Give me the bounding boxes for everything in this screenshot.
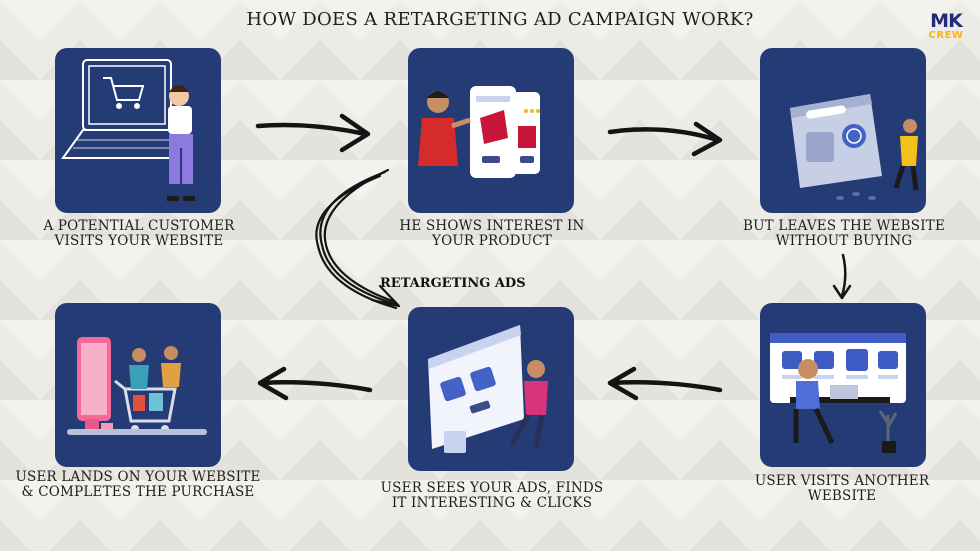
step-6-caption-line1: USER LANDS ON YOUR WEBSITE xyxy=(15,469,261,485)
step-1-caption: A POTENTIAL CUSTOMER VISITS YOUR WEBSITE xyxy=(20,219,258,249)
step-5-caption-line2: IT INTERESTING & CLICKS xyxy=(391,495,593,511)
step-5-caption: USER SEES YOUR ADS, FINDS IT INTERESTING… xyxy=(366,481,618,511)
step-2-caption: HE SHOWS INTEREST IN YOUR PRODUCT xyxy=(368,219,616,249)
retargeting-ads-label: RETARGETING ADS xyxy=(380,276,526,291)
arrow-step4-to-step5 xyxy=(607,366,723,401)
step-4-caption-line2: WEBSITE xyxy=(807,488,877,504)
laptop-shopping-cart-icon xyxy=(61,59,195,201)
step-2-caption-line1: HE SHOWS INTEREST IN xyxy=(399,218,585,234)
step-6-caption-line2: & COMPLETES THE PURCHASE xyxy=(21,484,255,500)
phone-shopping-icon xyxy=(418,86,540,178)
arrow-step1-to-step2 xyxy=(255,113,371,153)
step-4-caption-line1: USER VISITS ANOTHER xyxy=(754,473,930,489)
step-5-card xyxy=(408,307,574,471)
step-4-caption: USER VISITS ANOTHER WEBSITE xyxy=(730,474,954,504)
step-3-caption-line2: WITHOUT BUYING xyxy=(775,233,913,249)
arrow-retargeting xyxy=(315,168,401,310)
step-2-card xyxy=(408,48,574,213)
step-4-card xyxy=(760,303,926,467)
page-title: HOW DOES A RETARGETING AD CAMPAIGN WORK? xyxy=(246,9,754,30)
browsing-website-icon xyxy=(770,333,906,453)
step-3-caption: BUT LEAVES THE WEBSITE WITHOUT BUYING xyxy=(724,219,964,249)
logo-crew: CREW xyxy=(928,30,964,41)
step-6-card xyxy=(55,303,221,467)
online-ad-icon xyxy=(428,325,548,453)
step-3-card xyxy=(760,48,926,213)
step-1-card xyxy=(55,48,221,213)
step-3-caption-line1: BUT LEAVES THE WEBSITE xyxy=(742,218,946,234)
arrow-step3-to-step4 xyxy=(832,253,852,300)
step-1-caption-line1: A POTENTIAL CUSTOMER xyxy=(43,218,235,234)
step-2-caption-line2: YOUR PRODUCT xyxy=(431,233,553,249)
arrow-step2-to-step3 xyxy=(607,121,723,157)
purchase-cart-icon xyxy=(67,337,207,435)
step-6-caption: USER LANDS ON YOUR WEBSITE & COMPLETES T… xyxy=(0,470,276,500)
leaving-website-icon xyxy=(790,94,919,200)
logo-mk: MK xyxy=(930,10,963,32)
arrow-step5-to-step6 xyxy=(257,366,373,401)
step-5-caption-line1: USER SEES YOUR ADS, FINDS xyxy=(380,480,604,496)
step-1-caption-line2: VISITS YOUR WEBSITE xyxy=(54,233,224,249)
logo: MK CREW xyxy=(925,10,967,42)
